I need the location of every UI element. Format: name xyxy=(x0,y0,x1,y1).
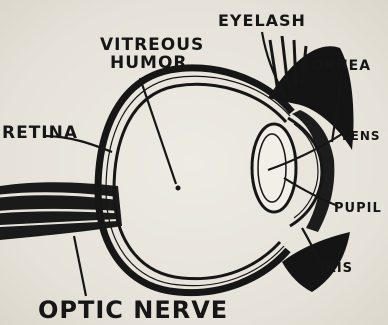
label-optic-nerve: OPTIC NERVE xyxy=(38,296,228,324)
label-pupil: PUPIL xyxy=(334,201,382,216)
optic-nerve-leader xyxy=(74,236,86,296)
label-iris: IRIS xyxy=(320,261,353,276)
label-retina: RETINA xyxy=(2,123,78,143)
label-eyelash: EYELASH xyxy=(218,11,306,30)
label-vitreous: VITREOUS xyxy=(100,35,204,55)
vitreous-leader xyxy=(140,78,176,184)
vitreous-point xyxy=(176,186,181,191)
label-cornea: CORNEA xyxy=(300,58,371,74)
label-lens: LENS xyxy=(342,129,381,143)
label-humor: HUMOR xyxy=(110,53,188,73)
